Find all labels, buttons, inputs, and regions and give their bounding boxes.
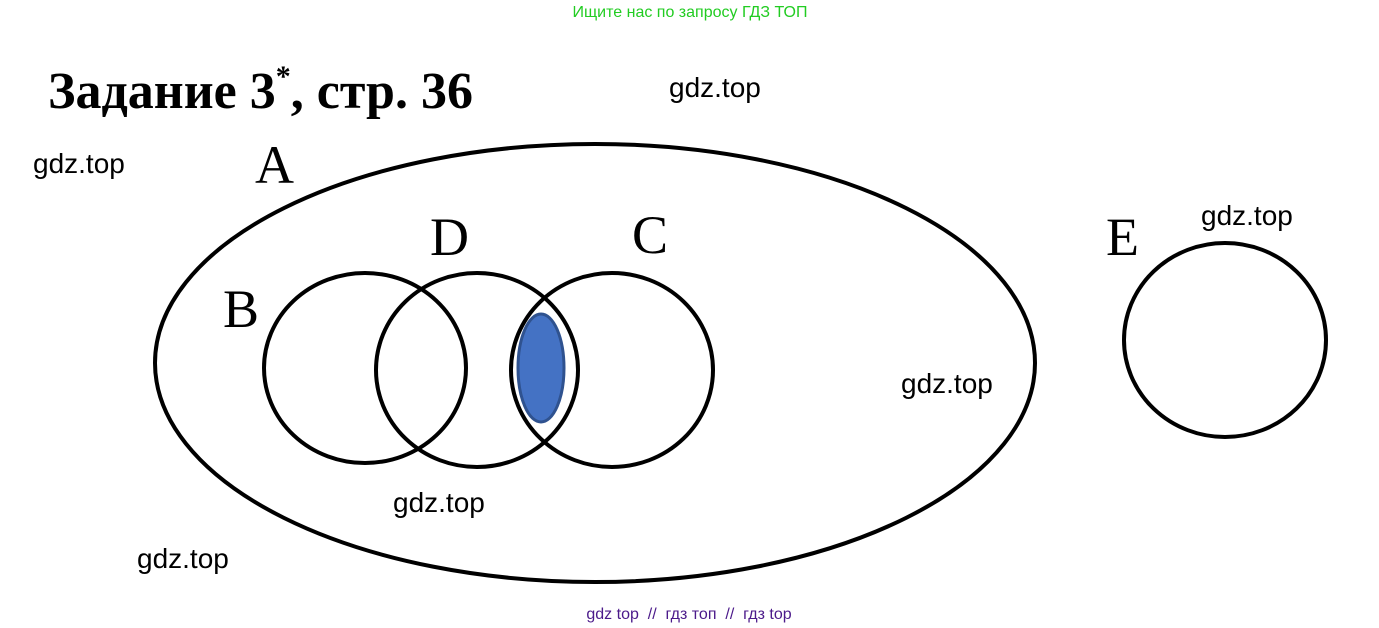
watermark: gdz.top xyxy=(393,487,485,518)
set-e-circle xyxy=(1122,241,1328,439)
watermark: gdz.top xyxy=(137,543,229,574)
set-c-circle xyxy=(509,271,715,469)
watermark: gdz.top xyxy=(669,72,761,103)
set-d-circle xyxy=(374,271,580,469)
footer-note: gdz top // гдз топ // гдз top xyxy=(586,606,791,623)
header-note: Ищите нас по запросу ГДЗ ТОП xyxy=(573,4,808,21)
page-title: Задание 3*, стр. 36 xyxy=(48,60,473,120)
highlighted-intersection xyxy=(516,312,566,424)
set-a-ellipse xyxy=(153,142,1037,584)
label-b: B xyxy=(223,279,259,339)
label-c: C xyxy=(632,205,668,265)
label-a: A xyxy=(255,135,294,195)
watermark: gdz.top xyxy=(901,368,993,399)
label-d: D xyxy=(430,207,469,267)
label-e: E xyxy=(1106,207,1139,267)
watermark: gdz.top xyxy=(1201,200,1293,231)
set-b-circle xyxy=(262,271,468,465)
watermark: gdz.top xyxy=(33,148,125,179)
